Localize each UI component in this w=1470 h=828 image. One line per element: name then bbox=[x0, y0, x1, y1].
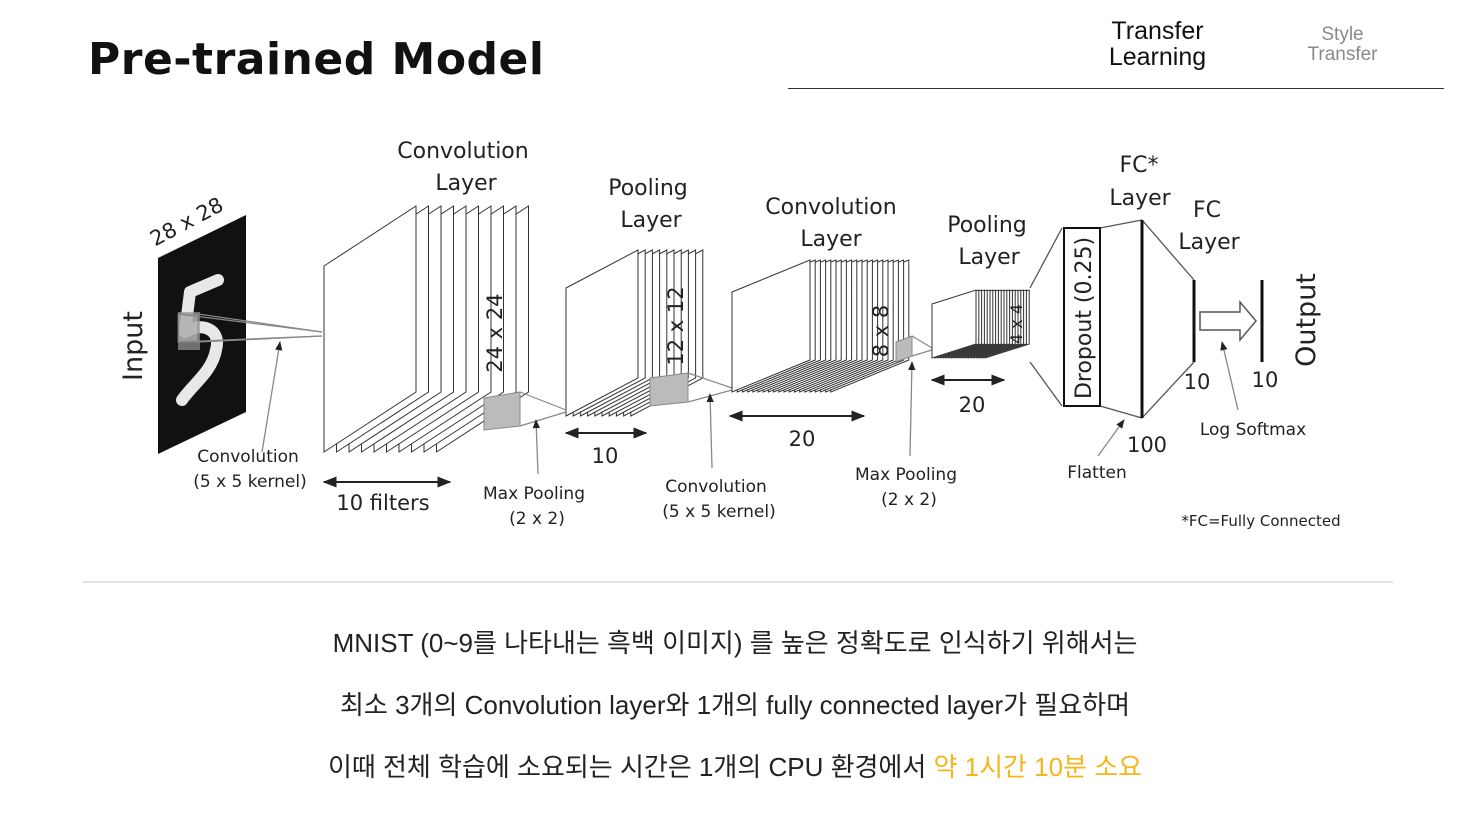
feature-map-plane bbox=[731, 259, 811, 393]
conv2-size-label: 8 x 8 bbox=[869, 305, 893, 358]
pool2-count-label: 20 bbox=[959, 393, 986, 417]
pool2-op-line2: (2 x 2) bbox=[881, 490, 937, 510]
fc2-title-line2: Layer bbox=[1178, 230, 1240, 255]
pool1-count-label: 10 bbox=[592, 444, 619, 468]
cnn-architecture-diagram: Input 28 x 28 Convolution Layer 24 x 24 … bbox=[118, 139, 1341, 530]
pool1-size-label: 12 x 12 bbox=[664, 286, 688, 365]
conv2-kernel-line1: Convolution bbox=[665, 477, 767, 497]
output-label: Output bbox=[1291, 273, 1322, 367]
conv2-title-line1: Convolution bbox=[765, 195, 896, 220]
tab-label-line2: Learning bbox=[1108, 43, 1207, 72]
tab-label-line1: Transfer bbox=[1111, 17, 1204, 45]
feature-map-plane bbox=[323, 205, 417, 453]
tab-transfer-learning[interactable]: Transfer Learning bbox=[1090, 18, 1225, 71]
conv2-kernel-line2: (5 x 5 kernel) bbox=[662, 502, 776, 522]
flatten-pointer bbox=[1097, 419, 1125, 457]
fc1-count-label: 100 bbox=[1127, 433, 1167, 457]
pool2-feature-maps bbox=[931, 289, 1030, 359]
fc1-title-line2: Layer bbox=[1109, 186, 1171, 211]
conv1-size-label: 24 x 24 bbox=[483, 293, 507, 372]
fc2-title-line1: FC bbox=[1193, 198, 1221, 223]
caption-line-1: MNIST (0~9를 나타내는 흑백 이미지) 를 높은 정확도로 인식하기 … bbox=[332, 628, 1138, 658]
conv1-kernel-line1: Convolution bbox=[197, 447, 299, 467]
pool1-title-line2: Layer bbox=[620, 208, 682, 233]
fc1-title-line1: FC* bbox=[1119, 153, 1158, 178]
feature-map-plane bbox=[565, 249, 639, 417]
pool2-title-line2: Layer bbox=[958, 245, 1020, 270]
input-image bbox=[158, 215, 246, 454]
conv1-title-line1: Convolution bbox=[397, 139, 528, 164]
tab-underline bbox=[788, 88, 1444, 89]
conv1-kernel-pointer bbox=[261, 341, 283, 453]
caption-line-2: 최소 3개의 Convolution layer와 1개의 fully conn… bbox=[340, 690, 1130, 720]
conv2-kernel-window bbox=[649, 372, 689, 407]
fc-footnote: *FC=Fully Connected bbox=[1181, 512, 1340, 530]
conv1-kernel-projection bbox=[177, 313, 323, 343]
conv2-feature-maps bbox=[731, 259, 910, 393]
dropout-box bbox=[1063, 227, 1101, 407]
page-title: Pre-trained Model bbox=[88, 34, 545, 85]
conv2-count-label: 20 bbox=[789, 427, 816, 451]
tab-label-line2: Transfer bbox=[1307, 43, 1378, 65]
dropout-label: Dropout (0.25) bbox=[1072, 237, 1097, 399]
softmax-label: Log Softmax bbox=[1200, 420, 1306, 440]
dropout-to-fc-connectors bbox=[1029, 219, 1195, 419]
conv1-feature-maps bbox=[323, 205, 529, 453]
flatten-label: Flatten bbox=[1067, 463, 1126, 483]
output-arrow bbox=[1199, 299, 1257, 343]
pool1-window bbox=[483, 391, 521, 431]
pool1-op-pointer bbox=[532, 419, 540, 475]
pool1-title-line1: Pooling bbox=[608, 176, 688, 201]
fc2-count-label: 10 bbox=[1184, 370, 1211, 394]
tab-style-transfer[interactable]: Style Transfer bbox=[1290, 25, 1395, 65]
input-label: Input bbox=[118, 311, 149, 381]
tab-label-line1: Style bbox=[1321, 24, 1364, 45]
conv2-title-line2: Layer bbox=[800, 227, 862, 252]
caption-line-3-text: 이때 전체 학습에 소요되는 시간은 1개의 CPU 환경에서 bbox=[327, 752, 934, 782]
conv2-kernel-pointer bbox=[706, 393, 714, 469]
pool2-title-line1: Pooling bbox=[947, 213, 1027, 238]
output-count-label: 10 bbox=[1252, 368, 1279, 392]
feature-map-plane bbox=[931, 289, 977, 359]
conv1-filters-label: 10 filters bbox=[336, 491, 429, 515]
caption-line-3: 이때 전체 학습에 소요되는 시간은 1개의 CPU 환경에서 약 1시간 10… bbox=[0, 747, 1470, 784]
conv1-kernel-line2: (5 x 5 kernel) bbox=[193, 472, 307, 492]
softmax-pointer bbox=[1220, 341, 1239, 411]
conv1-title-line2: Layer bbox=[435, 171, 497, 196]
pool2-op-line1: Max Pooling bbox=[855, 465, 957, 485]
pool1-op-line1: Max Pooling bbox=[483, 484, 585, 504]
pool1-op-line2: (2 x 2) bbox=[509, 509, 565, 529]
pool2-size-label: 4 x 4 bbox=[1007, 304, 1026, 344]
section-divider bbox=[83, 581, 1393, 583]
pool2-op-pointer bbox=[908, 361, 916, 457]
caption-highlight: 약 1시간 10분 소요 bbox=[933, 752, 1143, 782]
